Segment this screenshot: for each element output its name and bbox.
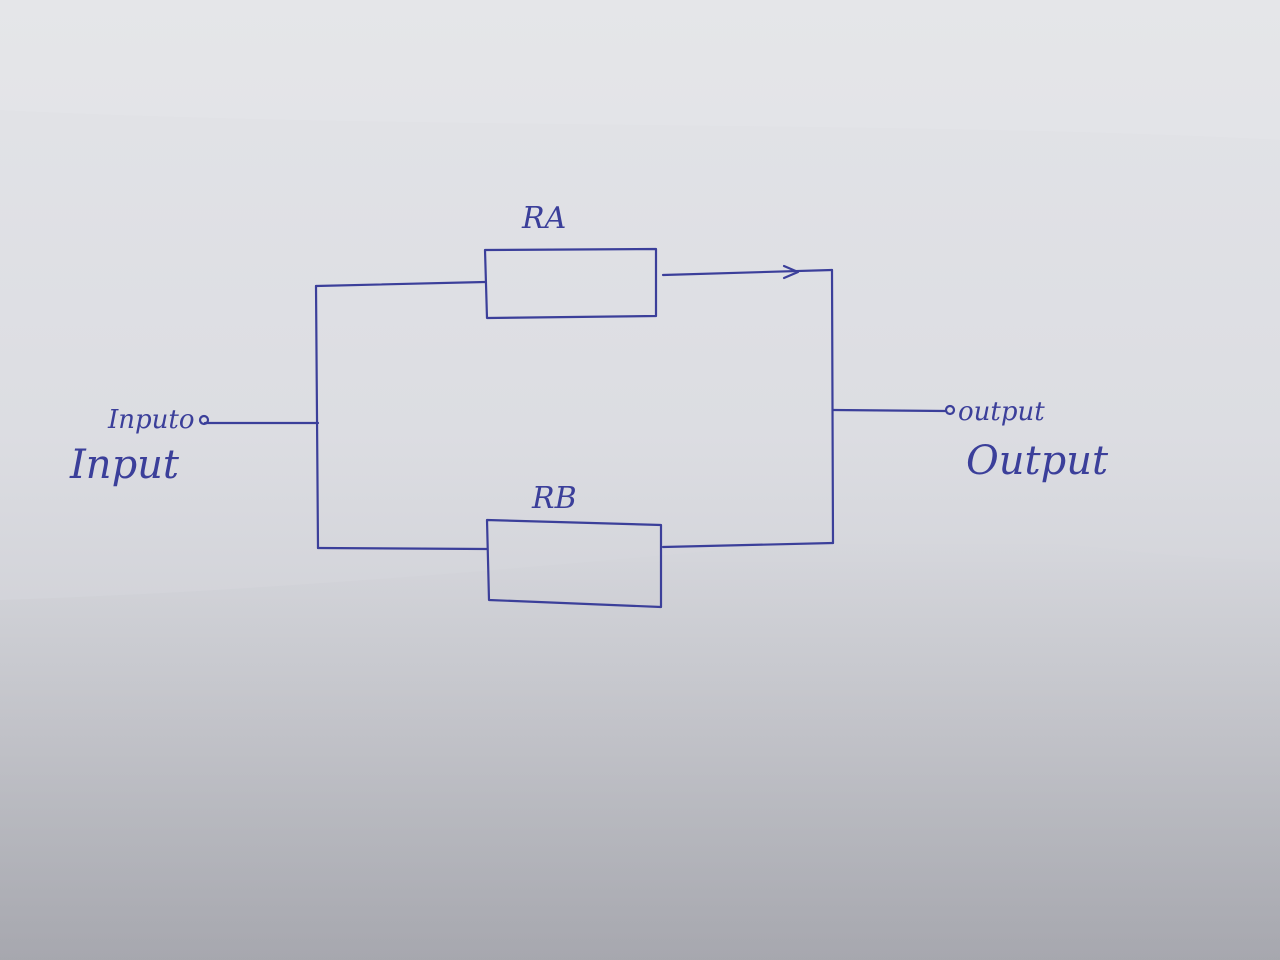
resistor-rb xyxy=(485,518,663,609)
input-terminal xyxy=(198,414,210,426)
left-bus-wire xyxy=(314,284,320,550)
input-label: Input xyxy=(69,442,180,488)
output-terminal xyxy=(944,404,956,416)
resistor-ra-label: RA xyxy=(521,201,566,236)
output-lead-wire xyxy=(831,408,947,413)
input-scribble-label: Inputo xyxy=(107,405,195,435)
wire-rb-to-right xyxy=(661,541,835,549)
resistor-rb-label: RB xyxy=(531,481,577,516)
wire-left-to-rb xyxy=(316,546,489,551)
right-bus-wire xyxy=(830,268,835,545)
output-scribble-label: output xyxy=(958,397,1045,427)
output-label: Output xyxy=(966,438,1109,484)
wire-ra-to-right xyxy=(661,268,834,277)
resistor-ra xyxy=(483,247,658,320)
arrow-mark xyxy=(782,264,800,280)
wire-left-to-ra xyxy=(314,280,487,288)
